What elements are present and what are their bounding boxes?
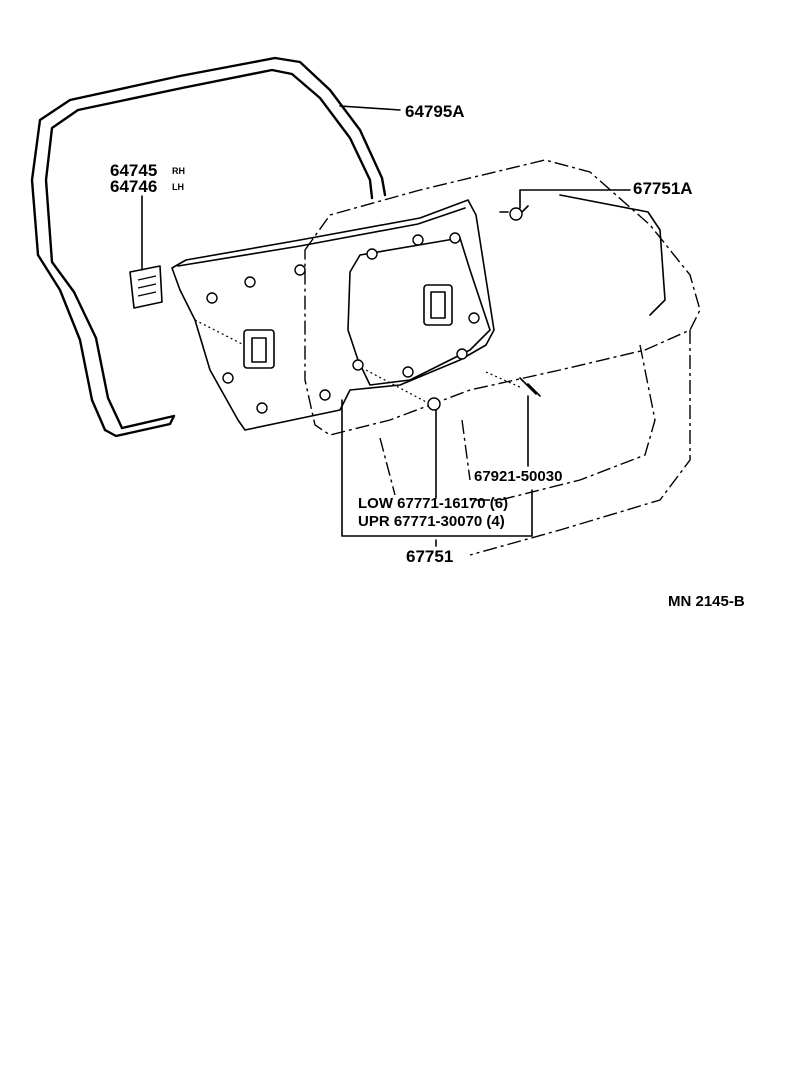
label-hinge-lh: 64746 [110, 177, 157, 196]
back-door-drawing [304, 159, 701, 556]
label-hinge-lh-side: LH [172, 182, 184, 192]
fastener-drawing [427, 205, 541, 411]
label-clip-a: 67751A [633, 179, 693, 198]
label-hinge-rh: 64745 [110, 161, 157, 180]
label-clip-upr: UPR 67771-30070 (4) [358, 513, 505, 530]
label-board: 67751 [406, 547, 453, 566]
weatherstrip-drawing [30, 56, 401, 438]
label-weatherstrip: 64795A [405, 102, 465, 121]
label-hinge-rh-side: RH [172, 166, 185, 176]
label-clip-low: LOW 67771-16170 (6) [358, 495, 508, 512]
leader-lines [341, 189, 631, 547]
hinge-drawing [129, 195, 163, 309]
trim-panel-drawing [171, 199, 523, 431]
label-screw: 67921-50030 [474, 468, 562, 485]
diagram-code: MN 2145-B [668, 593, 745, 610]
